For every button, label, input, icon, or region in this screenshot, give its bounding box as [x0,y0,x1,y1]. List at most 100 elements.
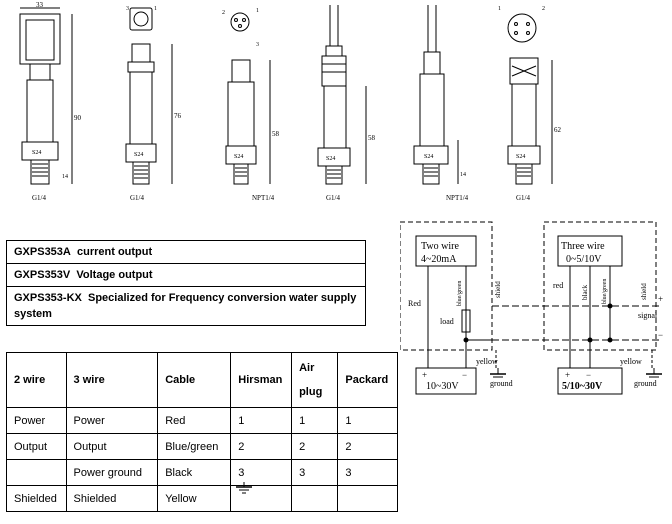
two-wire-voltage: 10~30V [426,381,459,392]
label-npt-1: NPT1/4 [252,194,275,202]
dim-14-1: 14 [62,174,68,180]
load-resistor [461,309,471,333]
pin-2-b: 2 [222,10,225,16]
label-g14-1: G1/4 [32,194,47,202]
cell-packard [337,485,398,512]
label-s24-4: S24 [326,156,335,162]
three-wire-minus: − [586,370,591,380]
sensor-air-plug: 3 1 S24 76 G1/4 [125,6,182,202]
cell-hirsman [230,482,293,512]
cell-packard: 1 [337,407,398,434]
cell-2-wire: Shielded [6,485,67,512]
three-wire-ground-label: ground [634,379,657,388]
dim-33: 33 [36,1,44,9]
three-wire-voltage: 5/10~30V [562,381,603,392]
two-wire-minus: − [462,370,467,380]
pin-1-b: 1 [256,8,259,14]
cell-hirsman: 2 [230,433,293,460]
model-row: GXPS353V Voltage output [6,263,366,287]
cell-hirsman: 3 [230,459,293,486]
cell-cable: Blue/green [157,433,232,460]
dim-76: 76 [174,112,182,120]
model-desc: Specialized for Frequency conversion wat… [14,292,357,320]
cell-2-wire: Output [6,433,67,460]
three-wire-supply [557,367,623,395]
header-packard: Packard [337,352,398,408]
cell-air-plug: 2 [291,433,339,460]
model-desc: Voltage output [76,269,153,281]
two-wire-diagram: Two wire 4~20mA Red blue/green load shie… [400,221,660,395]
cell-3-wire: Power [65,407,159,434]
model-code: GXPS353V [14,269,71,281]
sensor-drawings: 33 S24 90 14 G1/4 3 1 S24 76 G1/4 2 1 [19,1,562,202]
label-g14-4: G1/4 [516,194,531,202]
signal-minus: − [658,330,663,340]
dim-90: 90 [74,114,82,122]
signal-plus: + [658,294,663,304]
cell-air-plug: 1 [291,407,339,434]
three-wire-range: 0~5/10V [566,254,602,265]
wiring-row: Output Output Blue/green 2 2 2 [6,433,398,460]
cell-3-wire: Power ground [65,459,159,486]
model-table: GXPS353A current output GXPS353V Voltage… [6,240,366,326]
two-wire-range: 4~20mA [421,254,457,265]
cell-hirsman: 1 [230,407,293,434]
dim-62: 62 [554,126,562,134]
three-wire-diagram: Three wire 0~5/10V red black blue/green … [543,221,663,395]
cell-cable: Black [157,459,232,486]
cell-air-plug [291,485,339,512]
header-2-wire: 2 wire [6,352,67,408]
pin-1-a: 1 [154,6,157,12]
dim-58-1: 58 [272,130,280,138]
cell-2-wire [6,459,67,486]
wiring-row: Shielded Shielded Yellow [6,482,398,512]
wiring-header-row: 2 wire 3 wire Cable Hirsman Air plug Pac… [6,352,398,408]
cell-2-wire: Power [6,407,67,434]
three-wire-title: Three wire [561,241,605,252]
pin-3-b: 3 [256,42,259,48]
three-wire-black-label: black [581,284,589,300]
two-wire-title: Two wire [421,241,459,252]
model-code: GXPS353A [14,246,71,258]
model-row: GXPS353-KX Specialized for Frequency con… [6,286,366,326]
label-s24-3: S24 [234,154,243,160]
label-npt-2: NPT1/4 [446,194,469,202]
wiring-row: Power ground Black 3 3 3 [6,459,398,486]
header-3-wire: 3 wire [65,352,159,408]
model-desc: current output [77,246,153,258]
sensor-m12: 1 2 S24 62 G1/4 [498,6,562,202]
cell-air-plug: 3 [291,459,339,486]
label-g14-3: G1/4 [326,194,341,202]
two-wire-supply [415,367,477,395]
label-g14-2: G1/4 [130,194,145,202]
two-wire-yellow-label: yellow [476,357,498,366]
sensor-packard: 2 1 3 S24 58 NPT1/4 [222,8,280,202]
three-wire-shield-label: shield [640,283,648,300]
pin-1-c: 1 [498,6,501,12]
pin-3-a: 3 [126,6,129,12]
two-wire-ground-label: ground [490,379,513,388]
cell-packard: 2 [337,433,398,460]
label-s24-5: S24 [424,154,433,160]
dim-14-2: 14 [460,172,466,178]
label-s24-1: S24 [32,150,41,156]
two-wire-load-label: load [440,317,454,326]
two-wire-plus: + [422,370,427,380]
header-air-plug: Air plug [291,352,339,408]
three-wire-red-label: red [553,281,563,290]
cell-packard: 3 [337,459,398,486]
cell-cable: Red [157,407,232,434]
three-wire-signal-label: signal [638,311,658,320]
sensor-cable-gland: S24 58 G1/4 [317,5,376,202]
wiring-row: Power Power Red 1 1 1 [6,407,398,434]
three-wire-blue-label: blue/green [602,279,608,304]
cell-3-wire: Shielded [65,485,159,512]
model-code: GXPS353-KX [14,292,82,304]
two-wire-shield-label: shield [494,281,502,298]
header-cable: Cable [157,352,232,408]
wiring-diagrams: Two wire 4~20mA Red blue/green load shie… [400,221,663,395]
sensor-hirschmann: 33 S24 90 14 G1/4 [19,1,82,202]
cell-3-wire: Output [65,433,159,460]
three-wire-plus: + [565,370,570,380]
dim-58-2: 58 [368,134,376,142]
